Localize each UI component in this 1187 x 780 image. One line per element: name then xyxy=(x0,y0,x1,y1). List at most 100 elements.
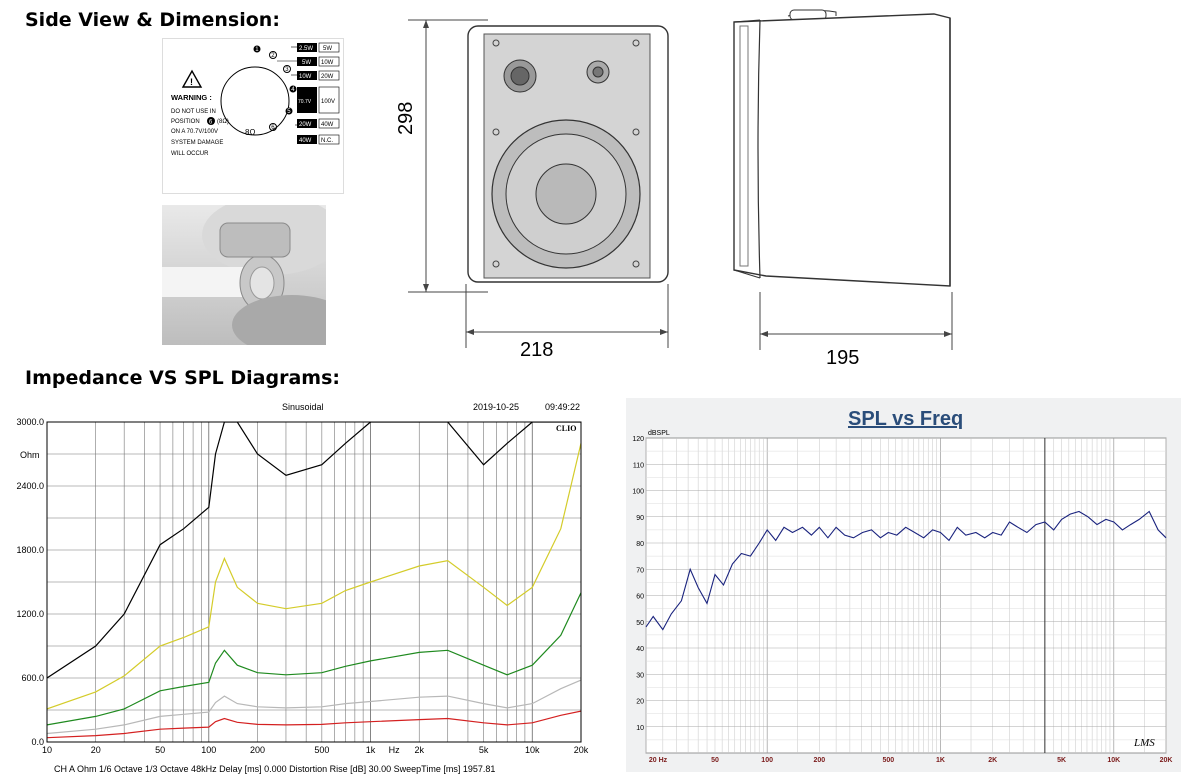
ohm-label: 8Ω xyxy=(245,128,255,137)
spl-y-tick: 100 xyxy=(632,489,644,496)
impedance-y-tick: 600.0 xyxy=(21,673,44,683)
spl-series xyxy=(645,510,1167,631)
spl-x-tick: 500 xyxy=(882,757,894,764)
tap-row4-right: 100V xyxy=(321,99,335,105)
tap-number-6: 6 xyxy=(271,125,275,131)
position-marker-number: 6 xyxy=(209,120,213,126)
warning-line-4: SYSTEM DAMAGE xyxy=(171,140,223,146)
clio-brand: CLIO xyxy=(556,424,576,433)
impedance-y-tick: 1200.0 xyxy=(16,609,44,619)
warning-line-1: DO NOT USE IN xyxy=(171,109,216,115)
spl-x-tick: 20 Hz xyxy=(649,757,668,764)
impedance-heading: Impedance VS SPL Diagrams: xyxy=(25,367,341,389)
tap-row4-left: 70.7V xyxy=(298,99,312,105)
spl-title: SPL vs Freq xyxy=(848,408,964,430)
warning-title: WARNING : xyxy=(171,93,212,102)
spl-x-tick: 1K xyxy=(936,757,945,764)
spl-y-tick: 90 xyxy=(636,515,644,522)
tap-row2-left: 5W xyxy=(302,60,311,66)
spl-y-tick: 50 xyxy=(636,620,644,627)
impedance-x-tick: 500 xyxy=(314,745,329,755)
impedance-x-tick: 1k xyxy=(366,745,376,755)
spl-x-tick: 2K xyxy=(988,757,997,764)
impedance-series-line-1 xyxy=(47,422,581,679)
tap-row1-right: 5W xyxy=(323,46,332,52)
spl-x-tick: 5K xyxy=(1057,757,1066,764)
tap-row3-right: 20W xyxy=(321,74,334,80)
spl-y-tick: 60 xyxy=(636,594,644,601)
impedance-y-tick: 1800.0 xyxy=(16,545,44,555)
impedance-header-time: 09:49:22 xyxy=(545,402,580,412)
tap-row5-left: 20W xyxy=(299,122,312,128)
spl-y-tick: 20 xyxy=(636,699,644,706)
warning-line-2: POSITION xyxy=(171,119,200,125)
impedance-x-tick: Hz xyxy=(389,745,400,755)
spl-y-tick: 80 xyxy=(636,541,644,548)
impedance-header-date: 2019-10-25 xyxy=(473,402,519,412)
impedance-footer: CH A Ohm 1/6 Octave 1/3 Octave 48kHz Del… xyxy=(54,764,495,774)
warning-line-2b: (8Ω) xyxy=(217,119,229,125)
tap-number-5: 5 xyxy=(287,109,291,115)
spl-series-line-1 xyxy=(645,510,1167,631)
front-view-drawing xyxy=(408,19,669,348)
warning-line-5: WILL OCCUR xyxy=(171,151,209,157)
tap-row5-right: 40W xyxy=(321,122,334,128)
impedance-series-line-4 xyxy=(47,679,581,735)
spl-y-tick: 30 xyxy=(636,672,644,679)
impedance-x-tick: 100 xyxy=(201,745,216,755)
impedance-x-tick: 2k xyxy=(414,745,424,755)
tap-number-3: 3 xyxy=(285,67,289,73)
tap-row1-left: 2.5W xyxy=(299,46,313,52)
impedance-x-tick: 5k xyxy=(479,745,489,755)
tap-knob-circle xyxy=(220,66,290,136)
tap-label-panel: ! WARNING : DO NOT USE IN POSITION 6 (8Ω… xyxy=(162,38,344,194)
tap-number-4: 4 xyxy=(291,87,295,93)
impedance-grid xyxy=(46,422,582,742)
impedance-x-tick: 10 xyxy=(42,745,52,755)
lms-brand: LMS xyxy=(1133,737,1155,749)
impedance-y-tick: 0.0 xyxy=(31,737,44,747)
spl-grid xyxy=(645,437,1167,754)
position-marker-circle xyxy=(207,117,215,125)
spl-x-tick: 10K xyxy=(1107,757,1120,764)
impedance-series-line-2 xyxy=(47,443,581,710)
warning-triangle-icon xyxy=(181,69,203,88)
side-enclosure xyxy=(733,13,951,287)
impedance-x-tick: 20k xyxy=(574,745,589,755)
side-view-heading: Side View & Dimension: xyxy=(25,9,280,31)
spl-x-tick: 100 xyxy=(761,757,773,764)
impedance-chart: Sinusoidal 2019-10-25 09:49:22 CLIO Ohm … xyxy=(16,402,589,774)
warning-line-3: ON A 70.7V/100V xyxy=(171,129,218,135)
width-dimension: 218 xyxy=(520,339,554,361)
tap-row6-left: 40W xyxy=(299,138,312,144)
tap-label-graphic: ! WARNING : DO NOT USE IN POSITION 6 (8Ω… xyxy=(171,42,340,157)
impedance-x-tick: 200 xyxy=(250,745,265,755)
depth-dimension: 195 xyxy=(826,347,860,369)
impedance-series-line-5 xyxy=(47,710,581,739)
spl-y-tick: 40 xyxy=(636,646,644,653)
impedance-y-tick: 2400.0 xyxy=(16,481,44,491)
impedance-series-line-3 xyxy=(47,592,581,726)
spl-x-tick: 200 xyxy=(813,757,825,764)
height-dimension: 298 xyxy=(395,101,417,135)
spl-y-unit: dBSPL xyxy=(648,430,670,437)
spl-y-tick: 110 xyxy=(633,462,644,469)
spl-x-tick: 50 xyxy=(711,757,719,764)
impedance-series xyxy=(47,422,581,739)
tap-row3-left: 10W xyxy=(299,74,312,80)
tap-row2-right: 10W xyxy=(321,60,334,66)
side-view-drawing xyxy=(733,9,953,350)
impedance-x-tick: 20 xyxy=(91,745,101,755)
cable-gland-photo xyxy=(162,195,352,355)
svg-text:!: ! xyxy=(190,77,193,87)
impedance-x-tick: 10k xyxy=(525,745,540,755)
tap-number-1: 1 xyxy=(255,47,259,53)
impedance-y-unit: Ohm xyxy=(20,450,40,460)
spl-y-tick: 10 xyxy=(636,725,644,732)
tap-number-2: 2 xyxy=(271,53,275,59)
spl-x-tick: 20K xyxy=(1160,757,1173,764)
spl-y-tick: 120 xyxy=(632,436,644,443)
impedance-header-center: Sinusoidal xyxy=(282,402,324,412)
